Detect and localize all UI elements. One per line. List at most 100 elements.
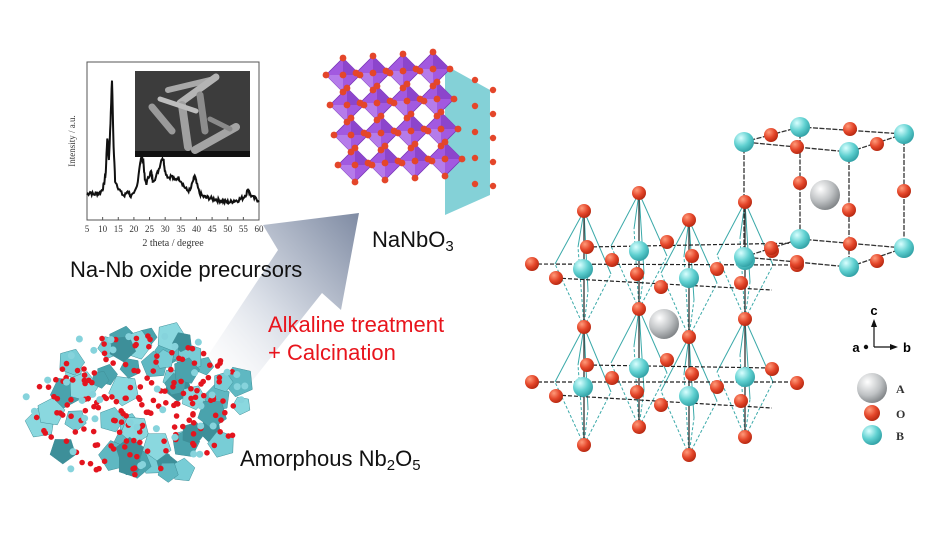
bond <box>716 201 746 256</box>
bond <box>638 192 645 274</box>
oxygen-atom <box>51 393 57 400</box>
xrd-tick-label: 35 <box>176 224 186 234</box>
oxygen-atom <box>200 392 207 399</box>
b-atom <box>894 238 914 258</box>
cation-atom <box>153 385 161 393</box>
oxygen-atom <box>157 465 164 472</box>
axis-b-label: b <box>903 340 911 355</box>
oxygen-atom <box>437 125 445 133</box>
cation-atom <box>208 391 216 399</box>
xrd-tick-label: 55 <box>239 224 249 234</box>
oxygen-atom <box>36 383 43 390</box>
oxygen-atom <box>122 361 129 368</box>
oxygen-atom <box>216 379 223 385</box>
oxygen-atom <box>131 367 137 374</box>
oxygen-atom <box>356 99 364 107</box>
oxygen-atom <box>101 350 108 357</box>
oxygen-atom <box>131 437 137 444</box>
oxygen-atom <box>200 350 207 357</box>
oxygen-atom <box>127 384 134 391</box>
bond <box>688 400 718 456</box>
oxygen-atom <box>176 355 182 362</box>
oxygen-atom <box>399 67 407 75</box>
oxygen-atom <box>139 422 146 429</box>
cation-atom <box>237 396 245 404</box>
oxygen-atom <box>68 396 74 403</box>
oxygen-atom <box>377 129 385 137</box>
oxygen-atom <box>211 442 218 449</box>
oxygen-atom <box>92 442 99 449</box>
o-atom <box>660 353 674 367</box>
o-atom <box>734 276 748 290</box>
oxygen-atom <box>87 460 94 467</box>
oxygen-atom <box>386 97 394 105</box>
oxygen-atom <box>446 65 454 73</box>
o-atom <box>790 255 804 269</box>
b-atom <box>894 124 914 144</box>
bond <box>610 192 640 247</box>
oxygen-atom <box>454 125 462 133</box>
cation-atom <box>67 465 75 473</box>
oxygen-atom <box>168 366 174 373</box>
o-atom <box>605 253 619 267</box>
oxygen-atom <box>93 466 100 473</box>
oxygen-atom <box>153 359 159 365</box>
b-atom <box>679 268 699 288</box>
treatment-label: Alkaline treatment + Calcination <box>268 311 444 367</box>
oxygen-atom <box>382 67 390 75</box>
cation-atom <box>137 462 145 470</box>
octahedron-shade <box>441 112 458 129</box>
oxygen-atom <box>59 412 66 418</box>
xrd-tick-label: 20 <box>129 224 139 234</box>
legend-b-label: B <box>896 429 904 443</box>
cation-atom <box>90 346 98 354</box>
oxygen-atom <box>343 84 351 92</box>
cation-atom <box>30 407 38 415</box>
oxygen-atom <box>441 155 449 163</box>
legend-o-label: O <box>896 407 905 421</box>
cation-atom <box>109 346 117 354</box>
nbo6-polyhedron <box>49 439 76 465</box>
oxygen-atom <box>420 125 428 133</box>
oxygen-atom <box>188 395 194 402</box>
oxygen-atom <box>351 144 359 152</box>
oxygen-atom <box>403 97 411 105</box>
oxygen-atom <box>200 378 207 385</box>
amorphous-text: Amorphous Nb <box>240 446 387 471</box>
bond <box>610 308 640 364</box>
b-atom <box>573 259 593 279</box>
oxygen-atom <box>148 380 155 386</box>
oxygen-atom <box>112 336 119 343</box>
nbo6-polyhedron <box>37 397 66 426</box>
oxygen-atom <box>411 174 419 182</box>
oxygen-atom <box>82 407 89 414</box>
oxygen-atom <box>225 433 232 439</box>
oxygen-atom <box>458 155 466 163</box>
oxygen-atom <box>352 69 360 77</box>
oxygen-atom <box>190 411 196 417</box>
oxygen-atom <box>185 344 191 351</box>
oxygen-atom <box>441 138 449 146</box>
oxygen-atom <box>347 131 355 139</box>
nanbo3-crystal <box>322 48 497 215</box>
cation-atom <box>171 342 179 350</box>
precursors-text: Na-Nb oxide precursors <box>70 257 303 282</box>
oxygen-atom <box>169 349 175 356</box>
oxygen-atom <box>205 374 212 381</box>
xrd-tick-label: 50 <box>223 224 233 234</box>
bond <box>744 318 751 400</box>
oxygen-atom <box>222 409 228 416</box>
o-atom <box>870 137 884 151</box>
o-atom <box>682 448 696 462</box>
o-atom <box>764 241 778 255</box>
oxygen-atom <box>471 102 479 110</box>
oxygen-atom <box>121 444 128 450</box>
oxygen-atom <box>204 450 210 456</box>
legend-o-atom <box>864 405 880 421</box>
bond <box>583 273 612 328</box>
b-atom <box>734 247 754 267</box>
o-atom <box>577 204 591 218</box>
b-atom <box>735 367 755 387</box>
oxygen-atom <box>339 54 347 62</box>
